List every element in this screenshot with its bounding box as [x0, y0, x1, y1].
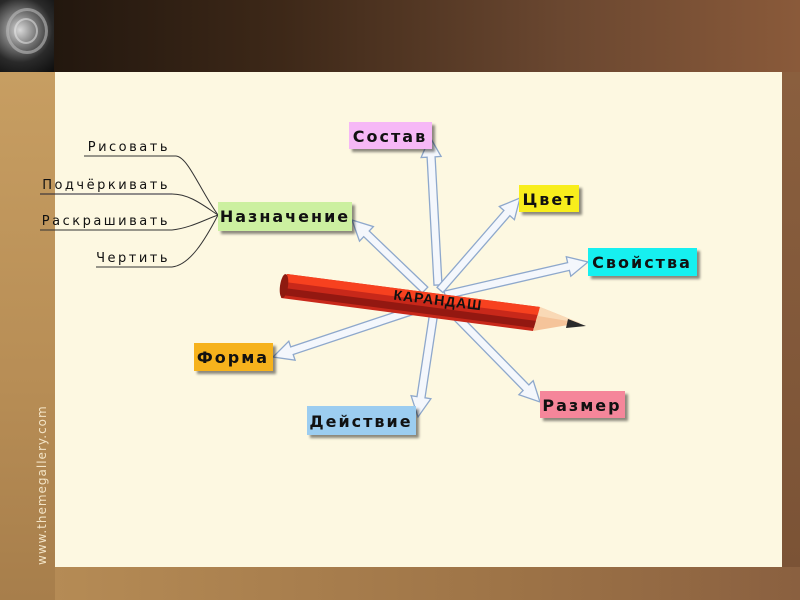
- connector-chertit: [172, 215, 218, 267]
- purpose-podcherkivat: Подчёркивать: [42, 178, 170, 193]
- node-razmer: Размер: [540, 391, 625, 418]
- node-sostav: Состав: [349, 122, 432, 149]
- arrow-to-deystvie: [411, 304, 439, 417]
- node-deystvie-label: Действие: [309, 412, 412, 431]
- node-sostav-label: Состав: [353, 127, 427, 146]
- purpose-list: Рисовать Подчёркивать Раскрашивать Черти…: [40, 140, 176, 267]
- node-naznachenie: Назначение: [218, 202, 352, 231]
- node-svoystva-label: Свойства: [592, 253, 692, 272]
- arrows-group: [273, 137, 588, 417]
- purpose-chertit: Чертить: [96, 251, 170, 266]
- node-razmer-label: Размер: [542, 396, 621, 415]
- node-cvet-label: Цвет: [522, 190, 575, 209]
- node-forma-label: Форма: [197, 348, 269, 367]
- purpose-connectors: [172, 156, 218, 267]
- arrow-to-sostav: [421, 137, 442, 285]
- node-naznachenie-label: Назначение: [220, 207, 350, 226]
- arrow-to-naznachenie: [352, 220, 428, 293]
- node-cvet: Цвет: [519, 185, 579, 212]
- purpose-raskrashivat: Раскрашивать: [42, 214, 170, 229]
- node-deystvie: Действие: [307, 406, 416, 435]
- node-svoystva: Свойства: [588, 248, 697, 276]
- purpose-risovat: Рисовать: [88, 140, 170, 155]
- node-forma: Форма: [194, 343, 273, 371]
- connector-risovat: [176, 156, 218, 215]
